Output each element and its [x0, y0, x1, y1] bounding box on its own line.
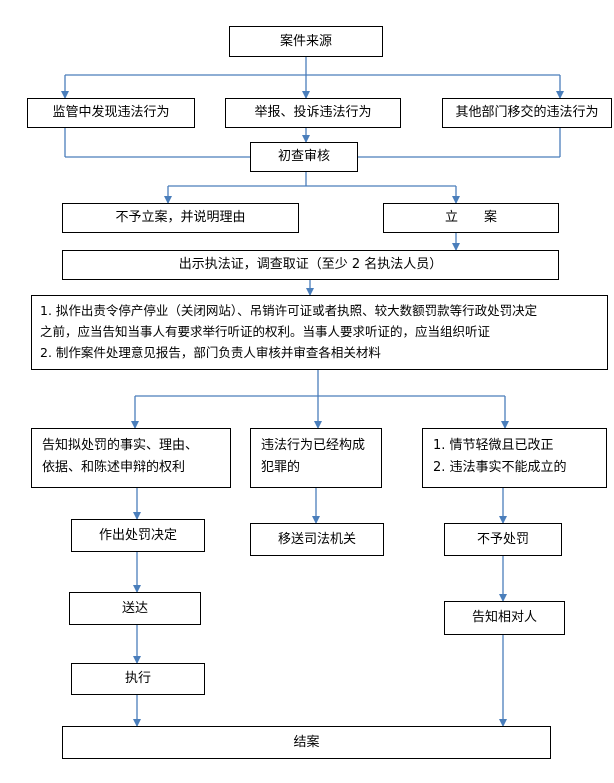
node-inform-party-label: 告知相对人	[471, 610, 537, 625]
inform-line-2: 依据、和陈述申辩的权利	[42, 460, 186, 475]
node-judicial-label: 移送司法机关	[277, 531, 356, 547]
node-execute: 执行	[71, 663, 205, 695]
node-no-penalty-label: 不予处罚	[476, 531, 529, 547]
node-file-case: 立 案	[383, 203, 559, 233]
node-initial-review: 初查审核	[250, 142, 358, 172]
node-no-case: 不予立案，并说明理由	[62, 203, 299, 233]
node-transfer-label: 其他部门移交的违法行为	[455, 105, 599, 120]
node-crime: 违法行为已经构成 犯罪的	[250, 428, 382, 488]
notice-line-2: 之前，应当告知当事人有要求举行听证的权利。当事人要求听证的，应当组织听证	[40, 324, 491, 339]
notice-line-3: 2. 制作案件处理意见报告，部门负责人审核并审查各相关材料	[40, 345, 381, 360]
node-minor: 1. 情节轻微且已改正 2. 违法事实不能成立的	[422, 428, 607, 488]
node-notice: 1. 拟作出责令停产停业（关闭网站）、吊销许可证或者执照、较大数额罚款等行政处罚…	[31, 295, 608, 370]
node-show-cert: 出示执法证，调查取证（至少 2 名执法人员）	[62, 250, 559, 280]
node-judicial: 移送司法机关	[250, 523, 384, 556]
inform-line-1: 告知拟处罚的事实、理由、	[42, 438, 199, 453]
node-source-label: 案件来源	[279, 33, 332, 49]
node-decision: 作出处罚决定	[71, 519, 205, 552]
node-deliver: 送达	[69, 592, 201, 625]
node-supervision-label: 监管中发现违法行为	[52, 105, 170, 120]
node-report: 举报、投诉违法行为	[225, 98, 401, 128]
node-no-case-label: 不予立案，并说明理由	[115, 210, 246, 225]
node-transfer: 其他部门移交的违法行为	[442, 98, 612, 128]
minor-line-1: 1. 情节轻微且已改正	[433, 438, 554, 453]
node-execute-label: 执行	[124, 671, 151, 686]
node-inform: 告知拟处罚的事实、理由、 依据、和陈述申辩的权利	[31, 428, 231, 488]
node-supervision: 监管中发现违法行为	[27, 98, 195, 128]
node-initial-review-label: 初查审核	[277, 149, 330, 164]
node-deliver-label: 送达	[121, 600, 148, 616]
node-decision-label: 作出处罚决定	[98, 527, 177, 543]
crime-line-1: 违法行为已经构成	[261, 438, 366, 453]
node-no-penalty: 不予处罚	[444, 523, 562, 556]
node-close-label: 结案	[293, 734, 320, 750]
crime-line-2: 犯罪的	[261, 460, 301, 475]
node-show-cert-label: 出示执法证，调查取证（至少 2 名执法人员）	[178, 257, 443, 272]
minor-line-2: 2. 违法事实不能成立的	[433, 460, 567, 475]
node-inform-party: 告知相对人	[444, 601, 565, 635]
node-source: 案件来源	[229, 26, 383, 57]
node-close: 结案	[62, 726, 551, 759]
notice-line-1: 1. 拟作出责令停产停业（关闭网站）、吊销许可证或者执照、较大数额罚款等行政处罚…	[40, 303, 538, 318]
node-report-label: 举报、投诉违法行为	[254, 105, 372, 120]
node-file-case-label: 立 案	[444, 210, 497, 225]
